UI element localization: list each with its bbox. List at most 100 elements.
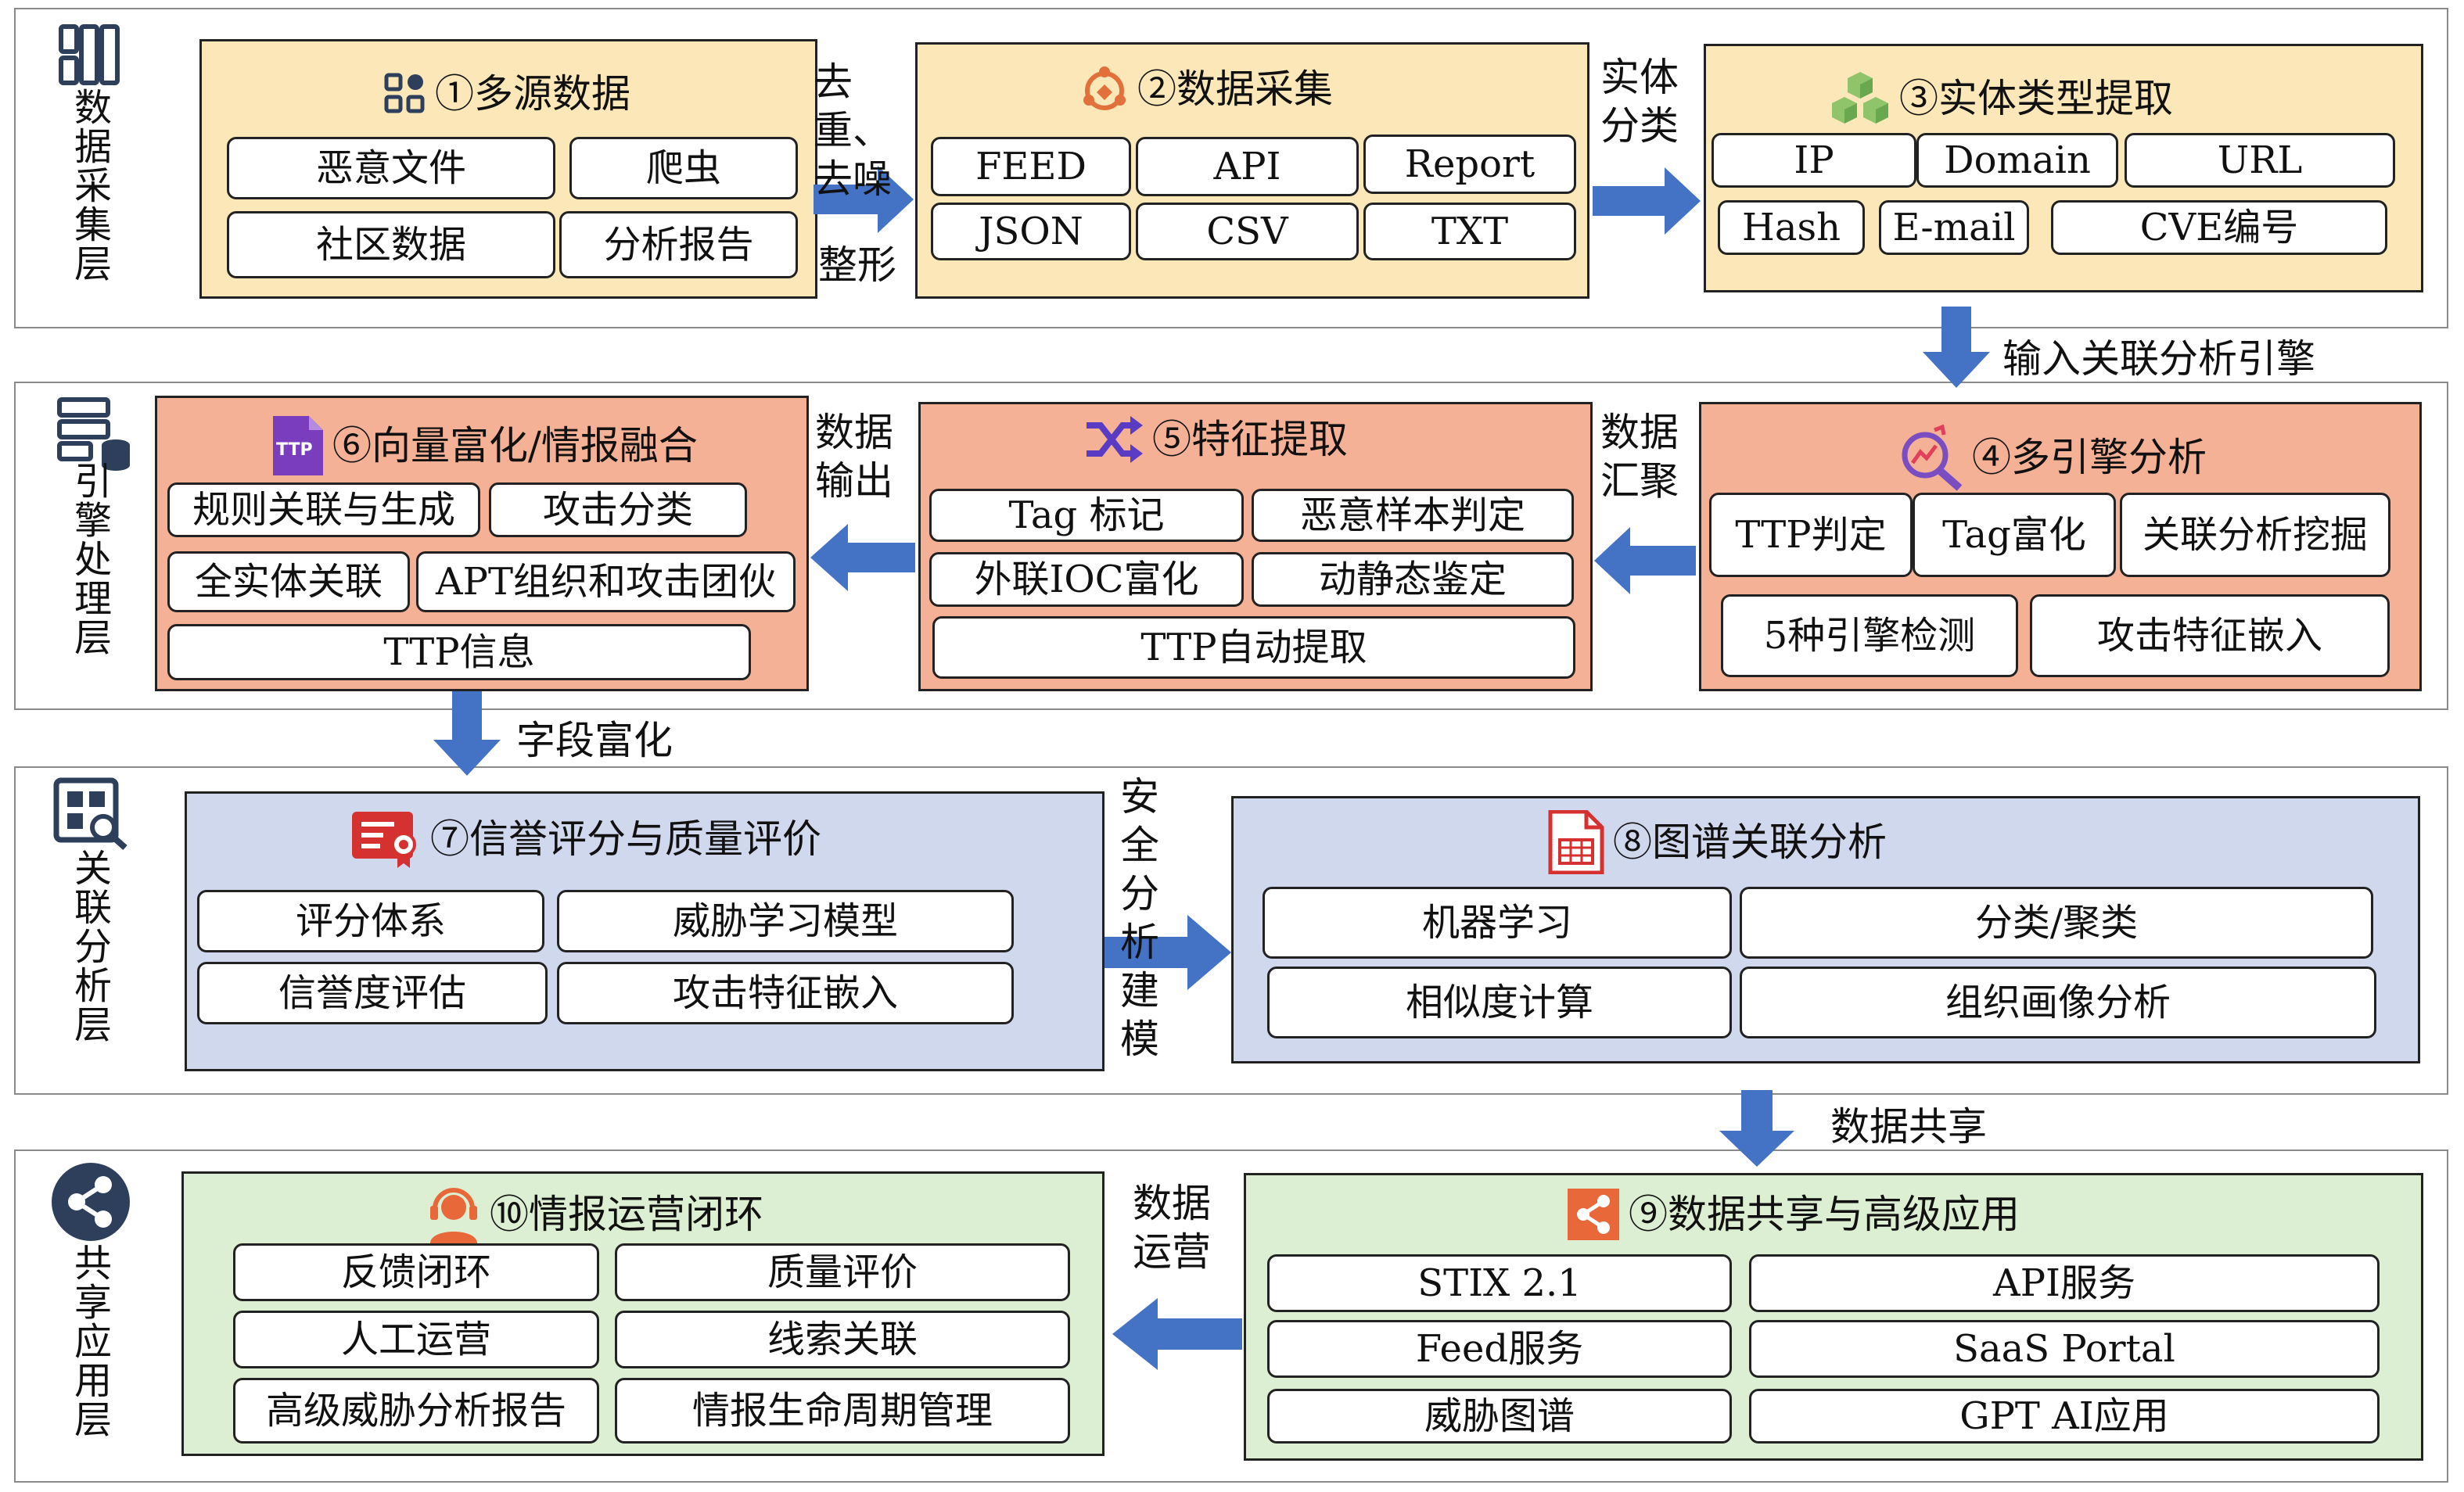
item-attack-feature-embedding-4: 攻击特征嵌入 — [2030, 594, 2390, 677]
arrow-down-3-4 — [1923, 307, 1990, 388]
shield-people-icon — [1083, 66, 1126, 110]
item-ip: IP — [1712, 133, 1916, 188]
item-malware-judgement: 恶意样本判定 — [1252, 489, 1574, 542]
panel-title-text: ⑩情报运营闭环 — [490, 1192, 763, 1237]
item-attack-feature-embedding-7: 攻击特征嵌入 — [557, 962, 1014, 1024]
cubes-icon — [1832, 72, 1888, 124]
item-rule-generation: 规则关联与生成 — [167, 482, 480, 537]
label-field-enrichment: 字段富化 — [516, 718, 673, 763]
item-cve-id: CVE编号 — [2051, 200, 2387, 255]
arrow-right-1-2 — [814, 166, 914, 233]
panel-title-vector: TTP ⑥向量富化/情报融合 — [270, 414, 698, 477]
item-quality-evaluation: 质量评价 — [615, 1243, 1070, 1301]
panel-title-feature: ⑤特征提取 — [1083, 414, 1348, 464]
item-hash: Hash — [1718, 200, 1865, 255]
item-gpt-ai: GPT AI应用 — [1749, 1389, 2380, 1444]
item-attack-classification: 攻击分类 — [489, 482, 747, 537]
panel-title-text: ④多引擎分析 — [1972, 435, 2207, 480]
item-tag-marking: Tag 标记 — [929, 489, 1244, 542]
arrow-down-8-9 — [1719, 1090, 1794, 1167]
spreadsheet-file-icon — [1548, 810, 1604, 874]
panel-title-entity: ③实体类型提取 — [1829, 69, 2173, 128]
item-correlation-mining: 关联分析挖掘 — [2120, 493, 2390, 577]
panel-title-text: ①多源数据 — [435, 71, 630, 117]
dashboard-search-icon — [53, 777, 128, 850]
item-feed: FEED — [931, 137, 1131, 196]
label-security-modeling: 安全分析建模 — [1120, 774, 1159, 1062]
item-url: URL — [2125, 133, 2395, 188]
arrow-left-4-5 — [1594, 527, 1696, 594]
panel-title-ops: ⑩情报运营闭环 — [426, 1184, 763, 1245]
share-circle-icon — [52, 1163, 130, 1241]
item-json: JSON — [931, 203, 1131, 260]
item-static-dynamic-check: 动静态鉴定 — [1252, 552, 1574, 607]
item-apt-groups: APT组织和攻击团伙 — [416, 551, 796, 612]
item-threat-learning-model: 威胁学习模型 — [557, 890, 1014, 952]
panel-title-text: ②数据采集 — [1137, 66, 1333, 112]
item-txt: TXT — [1363, 203, 1576, 260]
item-csv: CSV — [1136, 203, 1359, 260]
panel-title-collection: ②数据采集 — [1079, 64, 1333, 114]
item-ttp-auto-extraction: TTP自动提取 — [932, 616, 1575, 679]
item-classification-clustering: 分类/聚类 — [1740, 887, 2373, 959]
panel-title-multisource: ①多源数据 — [383, 70, 630, 117]
item-outbound-ioc: 外联IOC富化 — [929, 552, 1244, 607]
label-dedup-denoise: 去重、去噪 — [814, 59, 892, 202]
item-report: Report — [1363, 134, 1576, 194]
arrow-left-5-6 — [810, 524, 915, 591]
panel-title-text: ⑧图谱关联分析 — [1613, 820, 1887, 865]
certificate-icon — [352, 812, 416, 868]
item-tag-enrichment: Tag富化 — [1913, 493, 2116, 577]
item-five-engine-detection: 5种引擎检测 — [1721, 594, 2018, 677]
item-api-service: API服务 — [1749, 1254, 2380, 1312]
item-clue-correlation: 线索关联 — [615, 1311, 1070, 1368]
share-square-icon — [1568, 1189, 1619, 1240]
item-full-entity-correlation: 全实体关联 — [167, 551, 410, 612]
item-malicious-file: 恶意文件 — [227, 137, 555, 199]
server-database-icon — [57, 397, 130, 471]
label-into-engine: 输入关联分析引擎 — [2002, 336, 2315, 382]
item-email: E-mail — [1879, 200, 2029, 255]
label-shaping: 整形 — [818, 242, 896, 288]
layer-label-correlation: 关联分析层 — [67, 848, 111, 1044]
panel-title-text: ③实体类型提取 — [1899, 76, 2173, 121]
layer-label-collection: 数据采集层 — [67, 88, 111, 283]
ttp-file-icon: TTP — [273, 416, 323, 475]
item-threat-graph: 威胁图谱 — [1267, 1389, 1732, 1444]
item-crawler: 爬虫 — [569, 137, 798, 199]
item-feedback-loop: 反馈闭环 — [233, 1243, 599, 1301]
shuffle-icon — [1087, 416, 1143, 463]
database-grid-icon — [59, 24, 120, 85]
label-data-aggregation: 数据汇聚 — [1600, 410, 1679, 504]
item-machine-learning: 机器学习 — [1263, 887, 1732, 959]
item-apt-analysis-report: 高级威胁分析报告 — [233, 1378, 599, 1444]
item-ttp-info: TTP信息 — [167, 624, 751, 680]
magnify-chart-icon — [1902, 424, 1963, 491]
layer-label-sharing: 共享应用层 — [67, 1243, 111, 1439]
item-feed-service: Feed服务 — [1267, 1320, 1732, 1378]
item-analysis-report: 分析报告 — [559, 211, 798, 278]
panel-title-graph: ⑧图谱关联分析 — [1547, 810, 1887, 874]
item-manual-operation: 人工运营 — [233, 1311, 599, 1368]
panel-title-reputation: ⑦信誉评分与质量评价 — [350, 810, 821, 868]
label-entity-classify: 实体分类 — [1600, 55, 1679, 149]
item-ttp-judgement: TTP判定 — [1709, 493, 1913, 577]
label-data-sharing: 数据共享 — [1830, 1104, 1987, 1149]
item-saas-portal: SaaS Portal — [1749, 1320, 2380, 1378]
arrow-right-7-8 — [1104, 915, 1231, 990]
ttp-icon-label: TTP — [276, 440, 313, 460]
arrow-left-9-10 — [1112, 1298, 1242, 1370]
item-org-profiling: 组织画像分析 — [1740, 967, 2376, 1038]
apps-grid-icon — [384, 73, 425, 113]
panel-title-text: ⑥向量富化/情报融合 — [332, 423, 698, 468]
panel-title-text: ⑤特征提取 — [1152, 417, 1348, 462]
layer-label-engine: 引擎处理层 — [67, 461, 111, 657]
panel-title-sharing: ⑨数据共享与高级应用 — [1566, 1187, 2020, 1242]
label-data-output: 数据输出 — [815, 410, 893, 504]
item-stix: STIX 2.1 — [1267, 1254, 1732, 1312]
item-reputation-assessment: 信誉度评估 — [197, 962, 548, 1024]
arrow-down-6-7 — [433, 691, 501, 776]
item-api: API — [1136, 137, 1359, 196]
item-community-data: 社区数据 — [227, 211, 555, 278]
arrow-right-2-3 — [1593, 167, 1701, 235]
